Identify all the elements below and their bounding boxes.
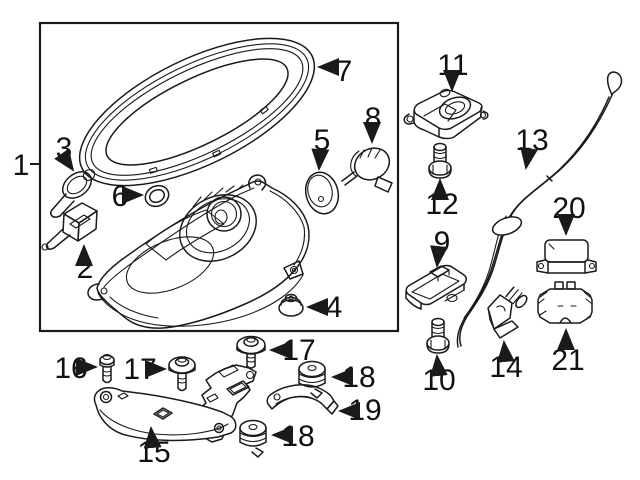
callout-14: 14 (489, 340, 523, 384)
part-8-socket (341, 147, 393, 193)
part-17-screw-right (236, 335, 266, 369)
callout-1: 1 (13, 149, 40, 182)
part-18-grommet-lower (239, 419, 267, 458)
callout-17-left-label: 17 (123, 353, 156, 386)
callout-7: 7 (317, 55, 353, 88)
part-16-screw (99, 353, 115, 384)
part-20-module (536, 239, 597, 274)
callout-21: 21 (551, 328, 585, 377)
callout-13: 13 (515, 124, 549, 170)
callout-6: 6 (112, 180, 144, 213)
callout-8-label: 8 (365, 102, 382, 135)
headlamp-assembly-box (38, 21, 400, 333)
callout-17-left: 17 (123, 353, 167, 386)
part-7-lens (78, 37, 316, 187)
part-18-grommet-upper (298, 360, 326, 399)
callout-20-label: 20 (552, 192, 585, 225)
callout-10-label: 10 (422, 364, 455, 397)
callout-5-label: 5 (314, 124, 331, 157)
part-9-cover-plate (405, 264, 467, 310)
part-13-harness (456, 71, 623, 348)
callout-14-label: 14 (489, 351, 522, 384)
callout-16-label: 16 (54, 352, 87, 385)
callout-9: 9 (430, 226, 451, 268)
callout-9-arrow (430, 245, 448, 268)
part-3-bulb (50, 169, 96, 218)
callout-18-lower: 18 (271, 420, 315, 453)
callout-3: 3 (54, 132, 75, 172)
part-2-bulb (41, 202, 98, 251)
callout-13-arrow (520, 146, 538, 170)
callout-19-label: 19 (348, 394, 381, 427)
callout-11: 11 (437, 49, 469, 92)
callout-4-label: 4 (326, 291, 343, 324)
callout-20: 20 (552, 192, 586, 236)
callout-2: 2 (75, 244, 93, 285)
callout-6-label: 6 (112, 180, 129, 213)
callout-5-arrow (311, 148, 330, 171)
callout-15-arrow (143, 426, 162, 449)
callout-4: 4 (306, 291, 343, 324)
callout-18-upper: 18 (331, 361, 376, 394)
callout-12-label: 12 (425, 188, 458, 221)
headlamp-housing (87, 174, 310, 329)
callout-5: 5 (311, 124, 331, 171)
callout-15-label: 15 (137, 436, 170, 469)
part-15-bracket (93, 364, 257, 443)
callout-11-label: 11 (437, 49, 468, 82)
callout-18-lower-label: 18 (281, 420, 314, 453)
part-11-control-unit (403, 88, 489, 140)
callout-14-arrow (496, 340, 515, 363)
part-6-seal-ring (144, 184, 170, 208)
callout-18-upper-label: 18 (342, 361, 375, 394)
callout-7-label: 7 (336, 55, 353, 88)
callout-19: 19 (338, 394, 382, 427)
callout-10: 10 (422, 354, 456, 397)
callout-21-label: 21 (551, 344, 584, 377)
callout-3-arrow (54, 148, 75, 172)
part-10-screw (426, 317, 450, 354)
callout-10-arrow (429, 354, 448, 377)
part-14-clip (487, 286, 528, 339)
part-4-grommet (278, 293, 304, 317)
part-21-module (537, 281, 593, 324)
callout-3-label: 3 (56, 132, 73, 165)
callout-9-label: 9 (434, 226, 451, 259)
part-12-screw (428, 142, 452, 179)
callout-15: 15 (137, 426, 171, 469)
part-17-screw-left (168, 356, 196, 392)
callout-13-label: 13 (515, 124, 548, 157)
part-19-strip (266, 384, 339, 415)
part-5-cap (304, 171, 340, 215)
callout-16: 16 (54, 352, 98, 385)
callout-1-label: 1 (13, 149, 30, 182)
callout-8: 8 (363, 102, 382, 144)
callout-12: 12 (425, 178, 459, 221)
